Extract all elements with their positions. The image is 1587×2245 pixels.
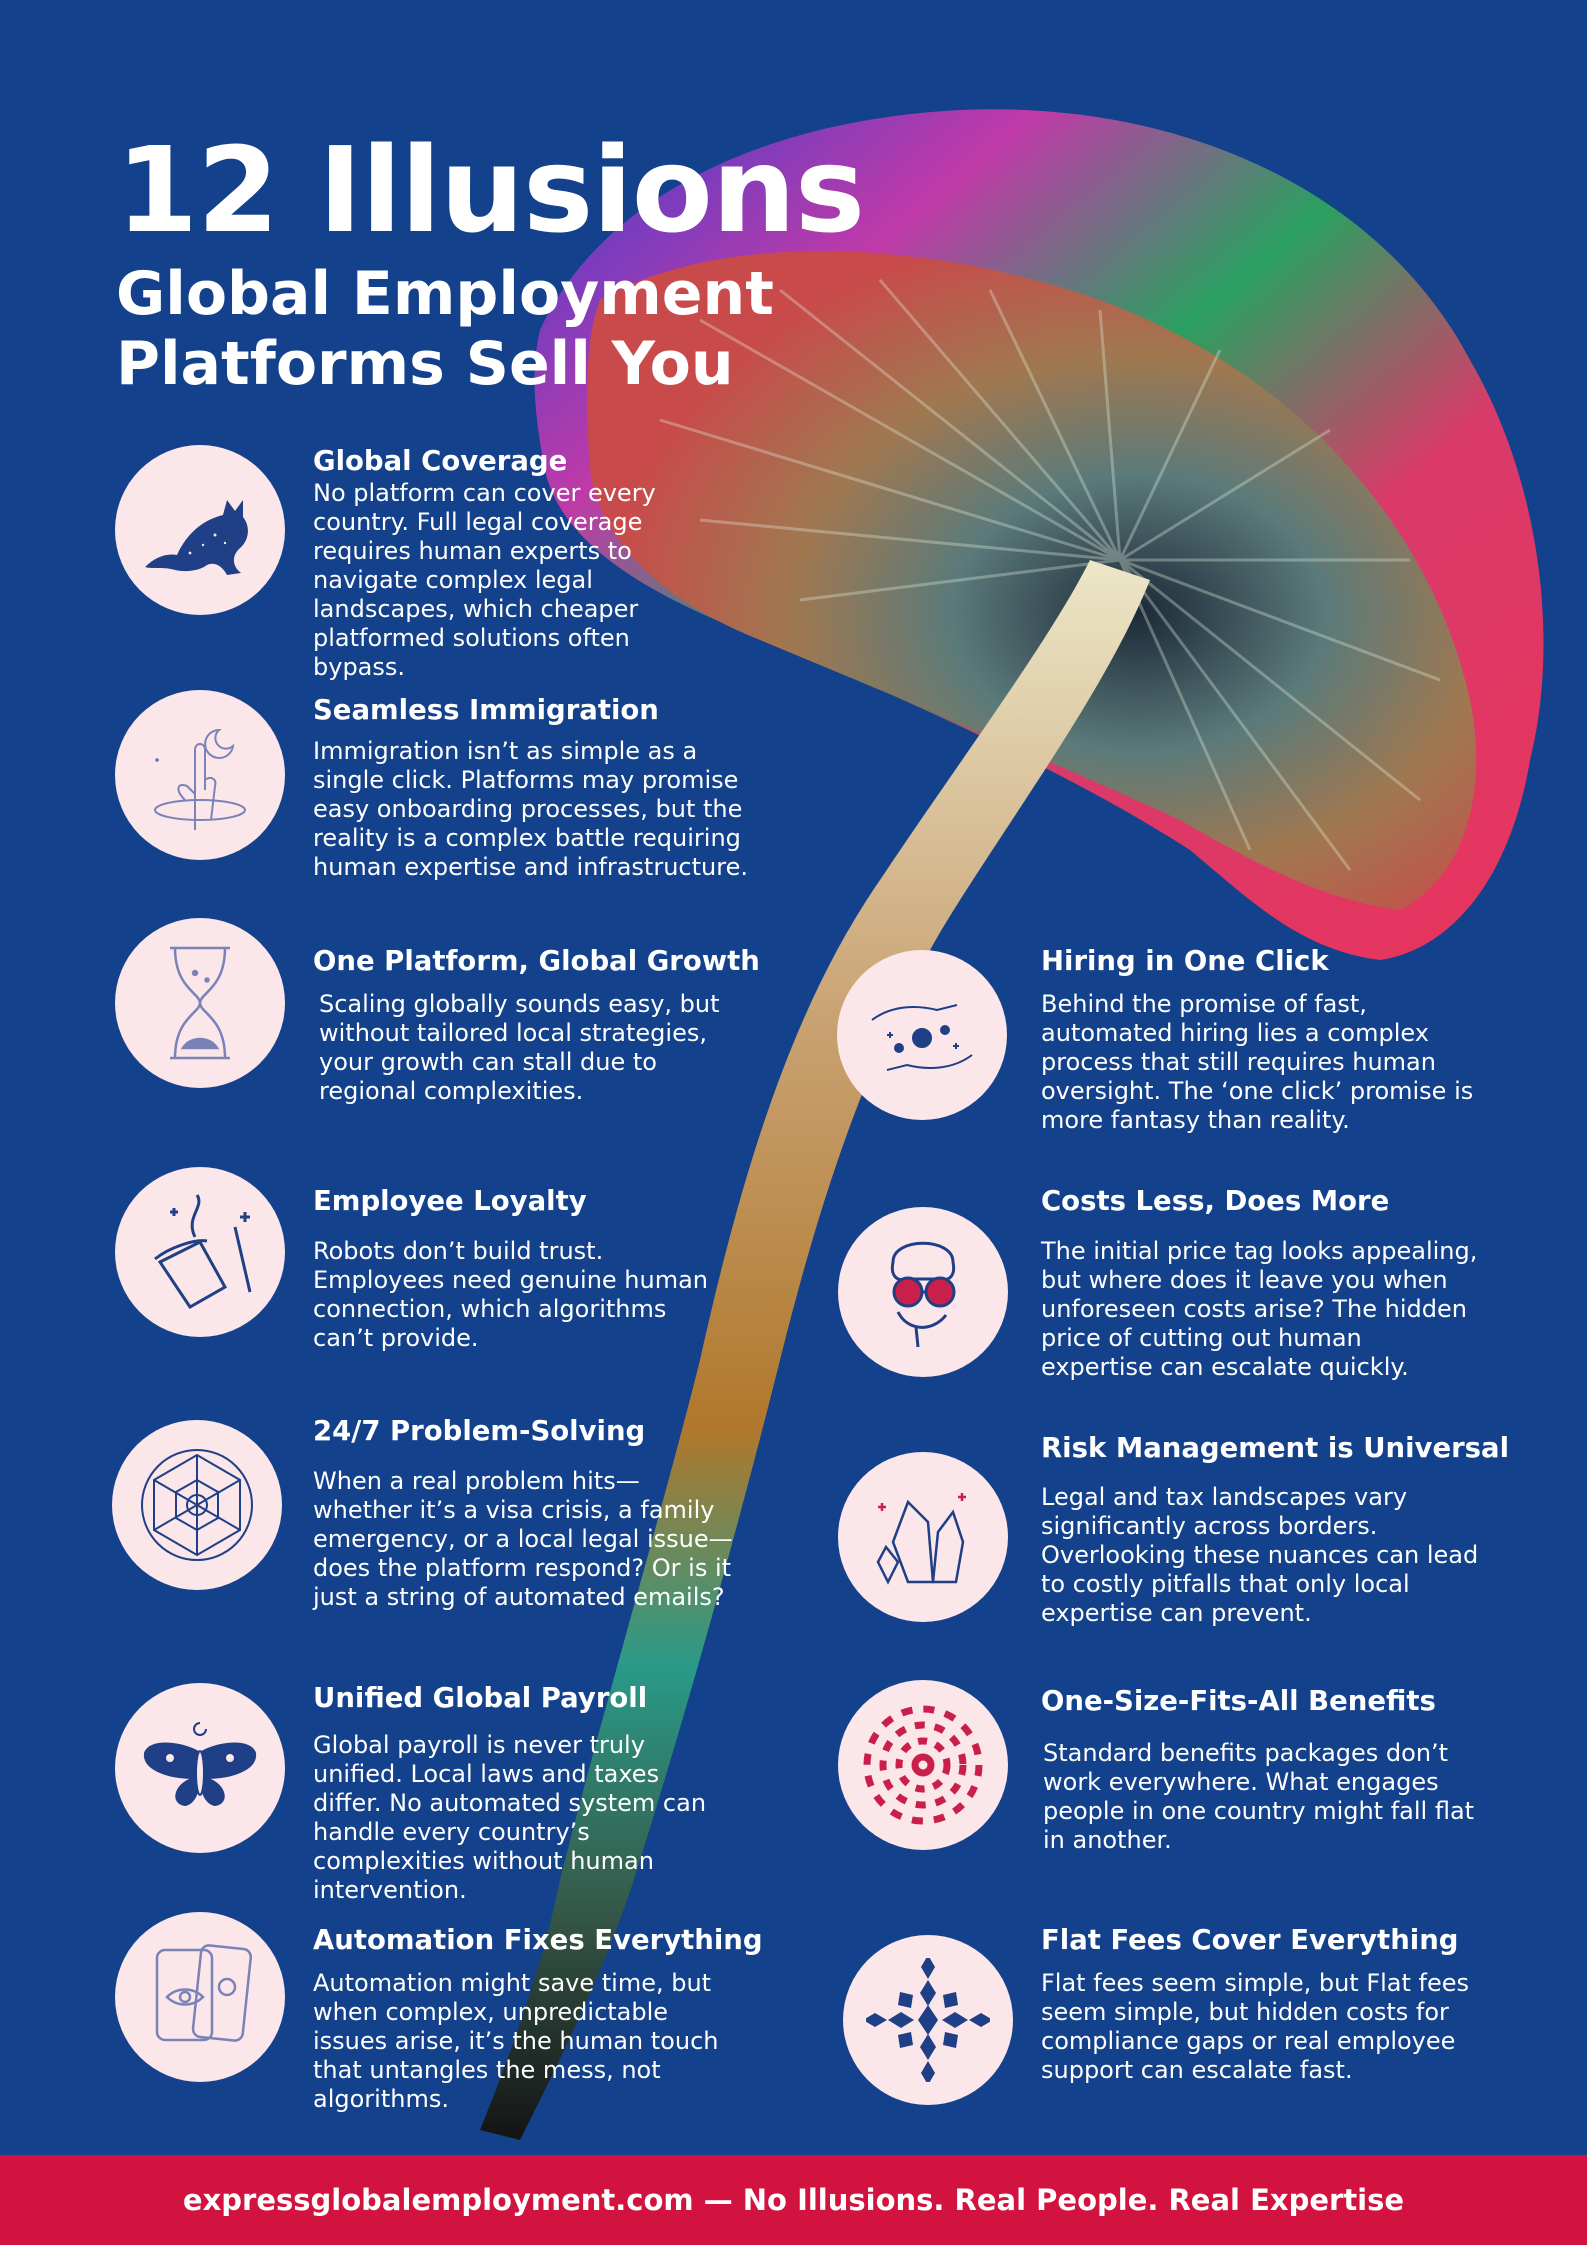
hourglass-icon xyxy=(115,918,285,1088)
item-body: Legal and tax landscapes vary significan… xyxy=(1041,1483,1479,1627)
item-title: 24/7 Problem-Solving xyxy=(313,1415,646,1447)
page-title: 12 Illusions xyxy=(116,121,865,259)
page-subtitle: Global Employment Platforms Sell You xyxy=(116,259,774,399)
item-title: Seamless Immigration xyxy=(313,694,659,726)
item-title: Hiring in One Click xyxy=(1041,945,1329,977)
footer-banner: expressglobalemployment.com — No Illusio… xyxy=(0,2155,1587,2245)
hypnotic-glasses-icon xyxy=(838,1207,1008,1377)
item-body: Global payroll is never truly unified. L… xyxy=(313,1731,707,1904)
item-body: Behind the promise of fast, automated hi… xyxy=(1041,990,1474,1134)
crystals-icon xyxy=(838,1452,1008,1622)
hands-cosmos-icon xyxy=(837,950,1007,1120)
item-title: Automation Fixes Everything xyxy=(313,1924,763,1956)
item-title: Unified Global Payroll xyxy=(313,1682,648,1714)
item-body: Robots don’t build trust. Employees need… xyxy=(313,1237,709,1352)
cat-icon xyxy=(115,445,285,615)
item-title: One-Size-Fits-All Benefits xyxy=(1041,1685,1436,1717)
moth-icon xyxy=(115,1683,285,1853)
item-title: Costs Less, Does More xyxy=(1041,1185,1390,1217)
item-body: The initial price tag looks appealing, b… xyxy=(1041,1237,1478,1381)
diamond-mandala-icon xyxy=(843,1935,1013,2105)
item-body: When a real problem hits—whether it’s a … xyxy=(313,1467,733,1611)
checker-spiral-icon xyxy=(838,1680,1008,1850)
title-block: 12 Illusions Global Employment Platforms… xyxy=(116,125,896,399)
hand-moon-icon xyxy=(115,690,285,860)
sacred-geometry-icon xyxy=(112,1420,282,1590)
item-title: Risk Management is Universal xyxy=(1041,1432,1510,1464)
footer-text[interactable]: expressglobalemployment.com — No Illusio… xyxy=(182,2183,1405,2217)
item-title: Employee Loyalty xyxy=(313,1185,587,1217)
item-title: One Platform, Global Growth xyxy=(313,945,760,977)
item-body: No platform can cover every country. Ful… xyxy=(313,479,656,681)
item-body: Scaling globally sounds easy, but withou… xyxy=(319,990,720,1105)
item-body: Automation might save time, but when com… xyxy=(313,1969,719,2113)
tarot-cards-icon xyxy=(115,1912,285,2082)
magic-hat-icon xyxy=(115,1167,285,1337)
item-title: Flat Fees Cover Everything xyxy=(1041,1924,1459,1956)
item-body: Flat fees seem simple, but Flat fees see… xyxy=(1041,1969,1470,2084)
item-body: Immigration isn’t as simple as a single … xyxy=(313,737,748,881)
item-body: Standard benefits packages don’t work ev… xyxy=(1043,1739,1475,1854)
item-title: Global Coverage xyxy=(313,445,568,477)
